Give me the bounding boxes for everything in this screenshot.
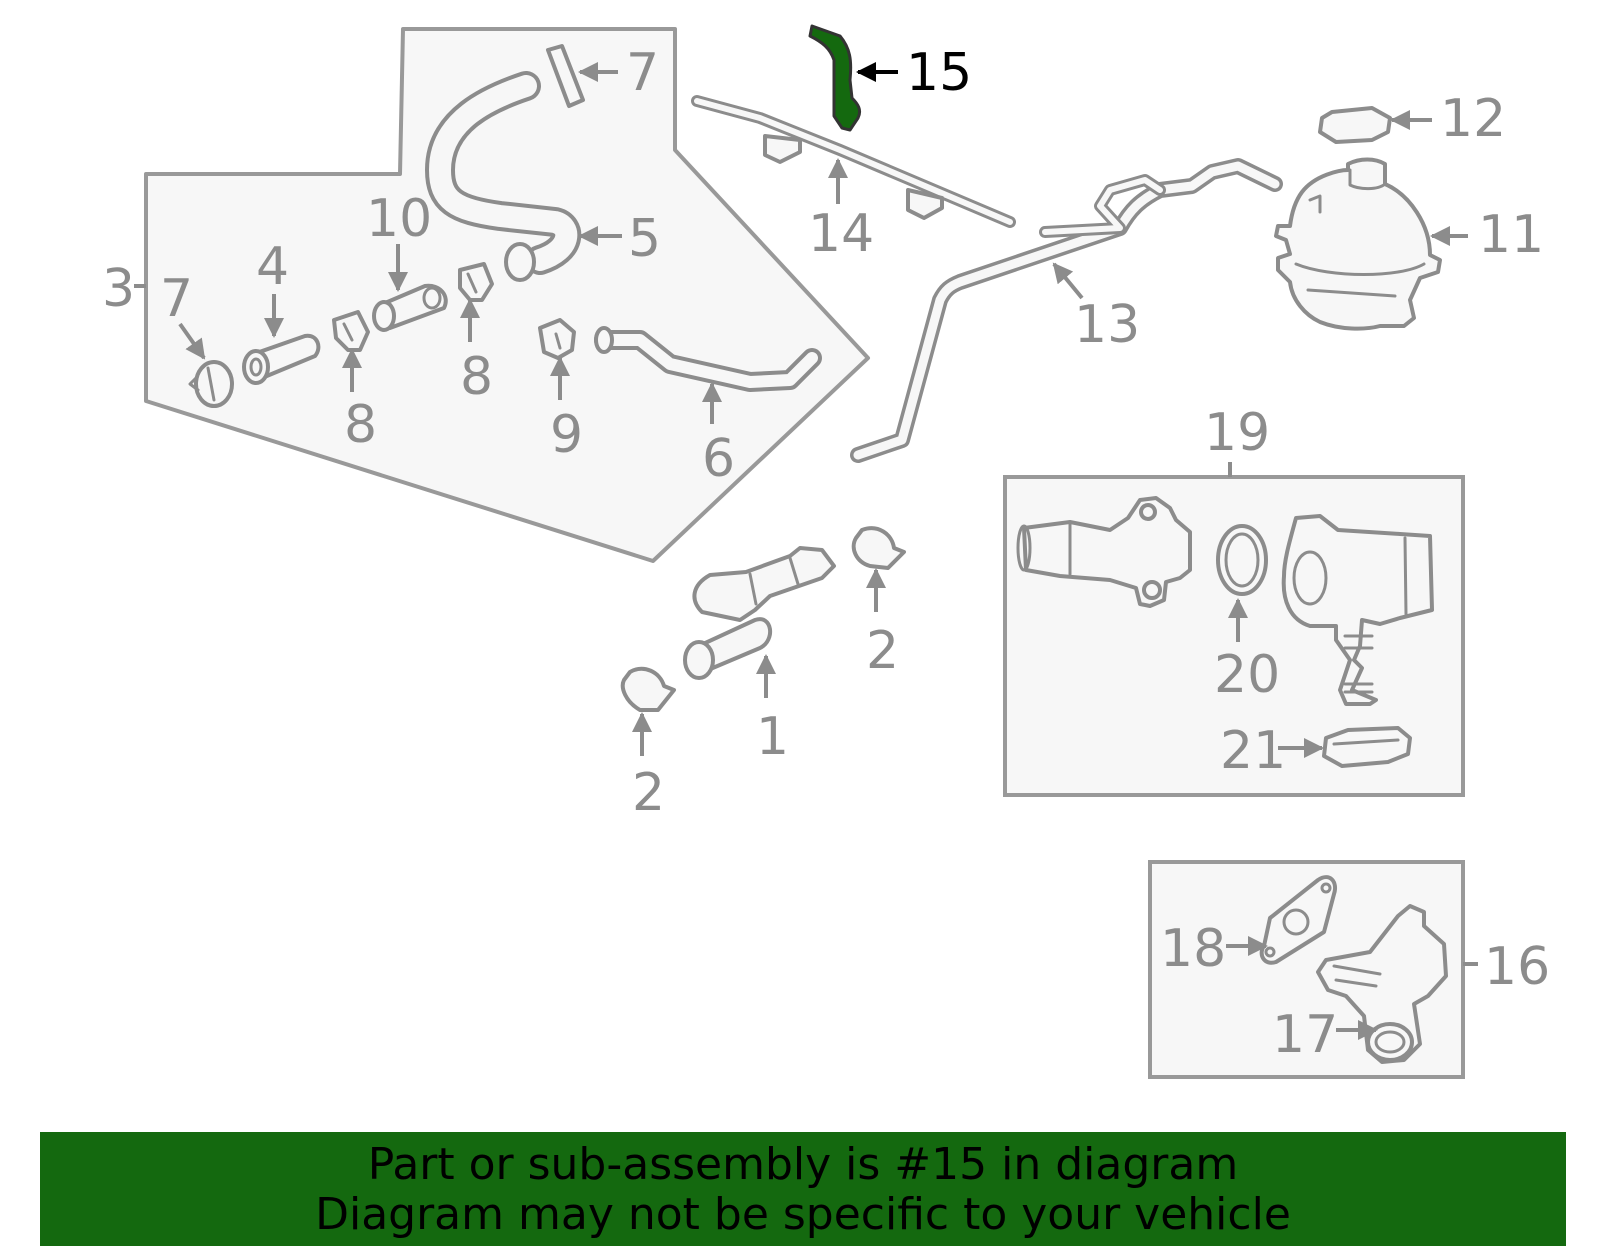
part-17-outlet-housing [1316,904,1448,1064]
info-banner: Part or sub-assembly is #15 in diagram D… [40,1132,1566,1246]
callout-5: 5 [628,209,661,269]
callout-7-left: 7 [160,269,193,329]
part-21-seal [1322,726,1412,768]
part-7-clamp-left [188,360,234,408]
callout-12: 12 [1440,89,1506,149]
callout-10: 10 [366,189,432,249]
callout-6: 6 [702,429,735,489]
callout-4: 4 [256,237,289,297]
part-19-water-outlet [1016,496,1192,608]
part-11-reservoir [1274,157,1442,331]
part-12-cap [1318,106,1392,144]
callout-8-left: 8 [344,395,377,455]
callout-13: 13 [1074,295,1140,355]
callout-7-top: 7 [626,43,659,103]
leader-7b [178,322,206,360]
callout-18: 18 [1160,919,1226,979]
leader-13 [1052,262,1084,300]
banner-line-2: Diagram may not be specific to your vehi… [315,1189,1291,1240]
part-10-connector [372,283,448,332]
banner-background [40,1132,1566,1246]
callout-14: 14 [808,204,874,264]
callout-15: 15 [906,43,972,103]
callout-19: 19 [1204,403,1270,463]
callout-20: 20 [1214,645,1280,705]
callout-8-right: 8 [460,347,493,407]
part-5-hose [425,71,582,282]
part-8-clamp-b [458,262,494,302]
callout-2-right: 2 [866,621,899,681]
part-1-hose [683,546,836,680]
part-2-clamp-right [851,526,906,570]
callout-16: 16 [1484,937,1550,997]
part-2-clamp-left [620,666,676,712]
part-6-hose [594,326,822,392]
hose-kit-group-outline [144,27,870,563]
part-14-bracket [691,95,1016,228]
callout-1: 1 [756,707,789,767]
part-7-clamp-top [546,44,585,108]
part-9-clamp [538,318,576,360]
callout-21: 21 [1220,721,1286,781]
callout-17: 17 [1272,1005,1338,1065]
part-20-gasket [1216,524,1268,596]
part-19-thermostat-housing [1281,514,1434,706]
callout-11: 11 [1478,205,1544,265]
callout-9: 9 [550,405,583,465]
part-13-pipe [850,158,1283,463]
callout-3: 3 [102,259,135,319]
banner-line-1: Part or sub-assembly is #15 in diagram [367,1139,1239,1190]
callout-2-left: 2 [632,763,665,823]
part-4-tube [242,333,321,385]
part-15-pipe-highlighted [808,24,862,132]
